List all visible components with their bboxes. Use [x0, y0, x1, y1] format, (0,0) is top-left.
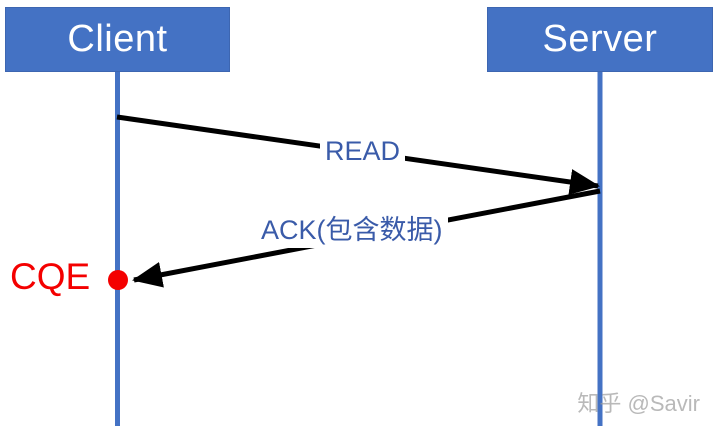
participant-box-client: Client — [5, 7, 230, 72]
participant-box-server: Server — [487, 7, 713, 72]
message-label-read: READ — [320, 135, 406, 169]
event-label-cqe: CQE — [10, 256, 91, 297]
message-label-ack: ACK(包含数据) — [256, 214, 448, 248]
cqe-event-dot — [108, 270, 128, 290]
watermark: 知乎 @Savir — [577, 391, 700, 416]
